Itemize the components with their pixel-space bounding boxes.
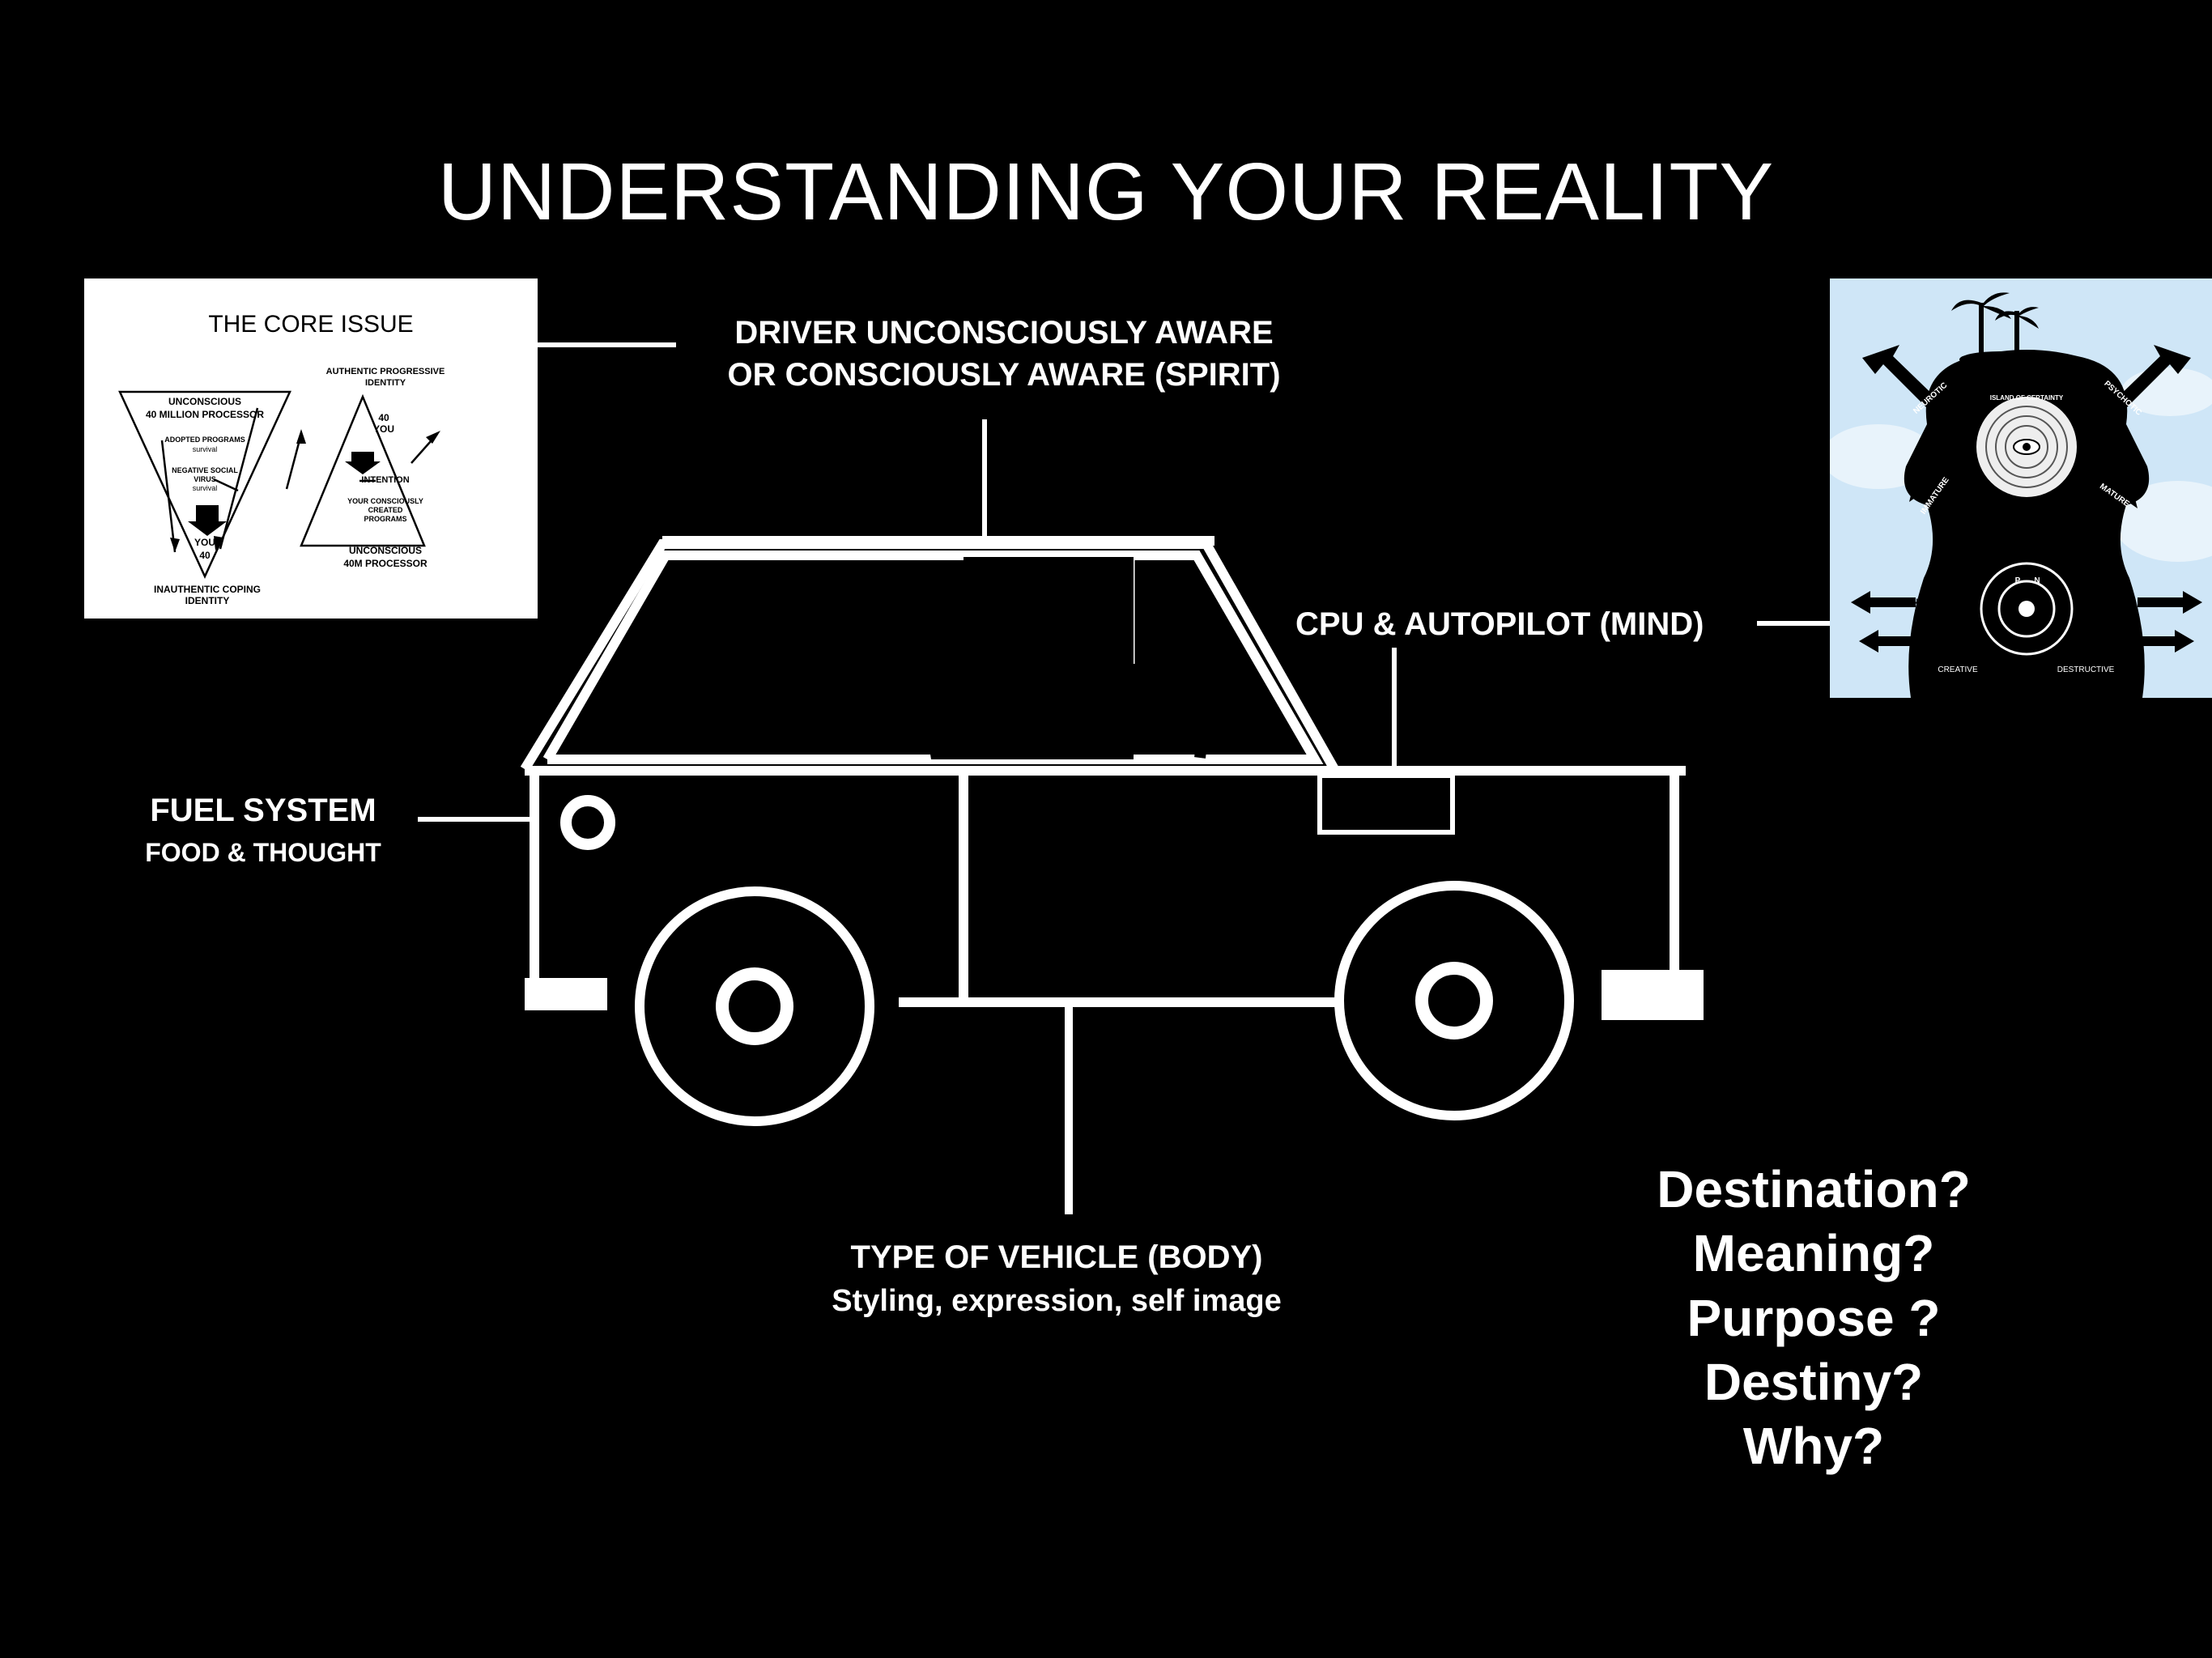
core-left-virus-3: survival bbox=[193, 484, 218, 492]
mind-doubt-label: DOUBT bbox=[2147, 597, 2173, 606]
front-wheel bbox=[635, 886, 874, 1126]
rear-bumper bbox=[1602, 970, 1704, 1020]
cpu-box bbox=[1317, 773, 1455, 835]
core-issue-title: THE CORE ISSUE bbox=[208, 311, 414, 338]
car-cabin-outline bbox=[520, 539, 1339, 772]
core-right-you-1: 40 bbox=[378, 412, 389, 423]
mind-p-label: P bbox=[2015, 576, 2021, 585]
core-right-programs-3: PROGRAMS bbox=[364, 515, 406, 523]
core-left-top-2: 40 MILLION PROCESSOR bbox=[146, 409, 264, 420]
mind-denial-label: DENIAL bbox=[1884, 638, 1912, 646]
mind-n-label: N bbox=[2034, 576, 2040, 585]
question-destiny: Destiny? bbox=[1704, 1353, 1924, 1412]
driver-label-line1: DRIVER UNCONSCIOUSLY AWARE bbox=[734, 315, 1274, 351]
core-right-intention: INTENTION bbox=[361, 475, 409, 485]
mind-delay-label: DELAY bbox=[2143, 638, 2167, 646]
question-why: Why? bbox=[1742, 1417, 1885, 1476]
rear-wheel bbox=[1334, 881, 1574, 1120]
front-bumper bbox=[525, 978, 607, 1010]
core-left-programs-2: survival bbox=[193, 445, 218, 453]
core-left-programs-1: ADOPTED PROGRAMS bbox=[164, 436, 245, 444]
question-meaning: Meaning? bbox=[1692, 1224, 1935, 1283]
fuel-cap bbox=[560, 795, 615, 850]
core-right-bottom-2: 40M PROCESSOR bbox=[343, 558, 428, 569]
core-left-bottom-1: INAUTHENTIC COPING bbox=[154, 584, 261, 595]
page-title: UNDERSTANDING YOUR REALITY bbox=[437, 147, 1775, 237]
core-left-top-1: UNCONSCIOUS bbox=[168, 396, 241, 407]
core-left-bottom-2: IDENTITY bbox=[185, 595, 230, 606]
core-issue-diagram: UNCONSCIOUS 40 MILLION PROCESSOR ADOPTED… bbox=[118, 367, 445, 606]
cpu-label: CPU & AUTOPILOT (MIND) bbox=[1295, 606, 1704, 642]
mind-destructive-label: DESTRUCTIVE bbox=[2057, 665, 2115, 674]
steering-wheel bbox=[1194, 702, 1212, 759]
driver-label: DRIVER UNCONSCIOUSLY AWARE OR CONSCIOUSL… bbox=[632, 312, 1376, 396]
fuel-label-sub: FOOD & THOUGHT bbox=[145, 838, 381, 867]
core-left-virus-1: NEGATIVE SOCIAL bbox=[172, 466, 238, 474]
core-right-top-1: AUTHENTIC PROGRESSIVE bbox=[326, 367, 445, 376]
core-right-programs-2: CREATED bbox=[368, 506, 403, 514]
mind-island-label: ISLAND OF CERTAINTY bbox=[1990, 394, 2064, 402]
core-left-virus-2: VIRUS bbox=[194, 475, 216, 483]
front-hub bbox=[716, 967, 793, 1045]
vehicle-label-sub: Styling, expression, self image bbox=[832, 1284, 1282, 1318]
core-left-you-1: YOU bbox=[194, 537, 215, 548]
core-left-you-2: 40 bbox=[199, 550, 211, 561]
questions-list: Destination? Meaning? Purpose ? Destiny?… bbox=[1611, 1158, 2016, 1479]
core-right-top-2: IDENTITY bbox=[365, 378, 406, 388]
mind-distraction-label: DISTRACTION bbox=[1868, 597, 1918, 606]
question-purpose: Purpose ? bbox=[1687, 1288, 1941, 1347]
driver-label-line2: OR CONSCIOUSLY AWARE (SPIRIT) bbox=[727, 357, 1281, 393]
rear-hub bbox=[1415, 962, 1493, 1039]
core-issue-panel: THE CORE ISSUE UNCONSCIOUS 40 MILLION PR… bbox=[84, 278, 538, 619]
core-right-bottom-1: UNCONSCIOUS bbox=[349, 545, 422, 556]
vehicle-label: TYPE OF VEHICLE (BODY) Styling, expressi… bbox=[733, 1236, 1380, 1321]
mind-map-panel: ISLAND OF CERTAINTY NEUROTIC PSYCHOTIC I… bbox=[1830, 278, 2212, 698]
question-destination: Destination? bbox=[1657, 1160, 1971, 1218]
driver-silhouette bbox=[929, 557, 1134, 759]
mind-creative-label: CREATIVE bbox=[1938, 665, 1978, 674]
fuel-label: FUEL SYSTEM FOOD & THOUGHT bbox=[105, 789, 421, 870]
vehicle-label-title: TYPE OF VEHICLE (BODY) bbox=[850, 1239, 1263, 1275]
fuel-label-title: FUEL SYSTEM bbox=[150, 793, 376, 828]
core-right-programs-1: YOUR CONSCIOUSLY bbox=[347, 497, 423, 505]
core-right-you-2: YOU bbox=[373, 423, 394, 435]
mind-map-diagram: ISLAND OF CERTAINTY NEUROTIC PSYCHOTIC I… bbox=[1830, 278, 2212, 698]
